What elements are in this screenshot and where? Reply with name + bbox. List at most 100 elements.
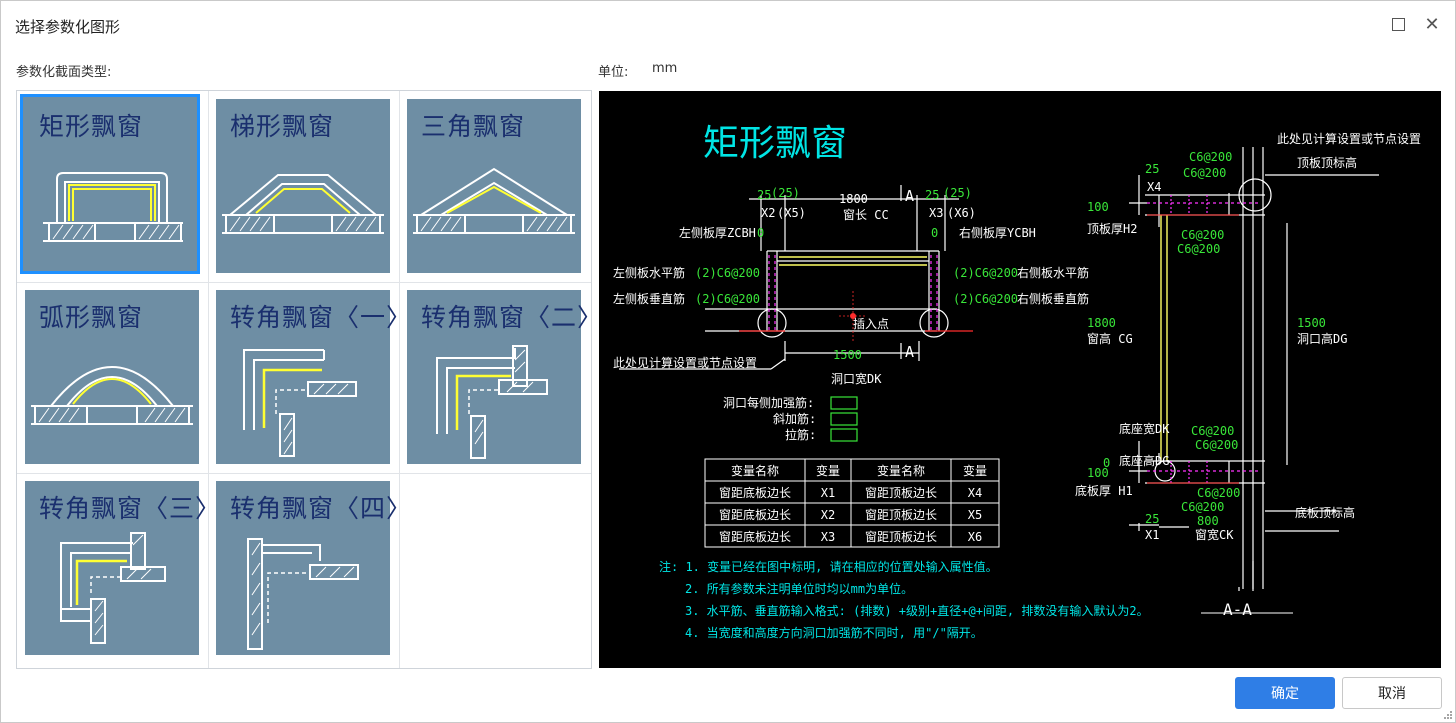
table-cell: 窗距底板边长: [719, 485, 791, 500]
table-cell: 窗距底板边长: [719, 507, 791, 522]
shape-corner-bay-window-2[interactable]: 转角飘窗〈二〉: [401, 284, 602, 470]
plan-dim-mid: 1800: [839, 192, 868, 206]
table-cell: X2: [821, 508, 835, 522]
sec-dim25-bot: 25: [1145, 512, 1159, 526]
cancel-button[interactable]: 取消: [1342, 677, 1442, 709]
maximize-button[interactable]: [1387, 13, 1409, 35]
sec-c8: C6@200: [1181, 500, 1224, 514]
table-cell: X5: [968, 508, 982, 522]
sec-c6: C6@200: [1195, 438, 1238, 452]
sec-zero: 0: [1103, 456, 1110, 470]
grid-divider: [399, 91, 400, 668]
corner-bay-window-4-icon: [247, 538, 359, 650]
plan-dim-right-x: X3: [929, 206, 943, 220]
rect-bay-window-icon: [43, 172, 183, 242]
shape-corner-bay-window-4[interactable]: 转角飘窗〈四〉: [210, 475, 411, 661]
plan-right-vbar-val: (2)C6@200: [953, 292, 1018, 306]
thumb-background: [25, 481, 199, 655]
note-line-4: 4. 当宽度和高度方向洞口加强筋不同时, 用"/"隔开。: [685, 625, 983, 640]
sec-c5: C6@200: [1191, 424, 1234, 438]
sec-section-label: A-A: [1223, 600, 1252, 619]
table-cell: X4: [968, 486, 982, 500]
sec-bot-elev: 底板顶标高: [1295, 505, 1355, 520]
table-cell: 窗距底板边长: [719, 529, 791, 544]
plan-dim-left-top: 25: [757, 188, 771, 202]
sec-see-note: 此处见计算设置或节点设置: [1277, 131, 1421, 146]
shape-corner-bay-window-1[interactable]: 转角飘窗〈一〉: [210, 284, 411, 470]
table-cell: X1: [821, 486, 835, 500]
sec-x4: X4: [1147, 180, 1161, 194]
grid-divider: [208, 91, 209, 668]
sec-h100-bot: 100: [1087, 466, 1109, 480]
sec-bot-thick: 底板厚 H1: [1075, 483, 1133, 498]
plan-diag-bar: 斜加筋:: [773, 411, 816, 426]
tie-bar-input-box: [830, 428, 858, 442]
sec-h1500: 1500: [1297, 316, 1326, 330]
table-header: 变量名称: [877, 463, 925, 478]
shape-label: 转角飘窗〈三〉: [39, 494, 222, 523]
table-header: 变量: [963, 463, 987, 478]
shape-corner-bay-window-3[interactable]: 转角飘窗〈三〉: [19, 475, 220, 661]
sec-win-w: 窗宽CK: [1195, 527, 1234, 542]
corner-bay-window-1-icon: [243, 349, 357, 457]
plan-dim-left-top-paren: (25): [771, 186, 800, 200]
plan-right-thick: 右侧板厚YCBH: [959, 225, 1036, 240]
resize-grip-icon[interactable]: [1443, 710, 1453, 720]
unit-label: 单位:: [598, 65, 629, 80]
plan-left-thick: 左侧板厚ZCBH: [679, 225, 756, 240]
plan-left-vbar-val: (2)C6@200: [695, 292, 760, 306]
shape-label: 转角飘窗〈四〉: [230, 494, 413, 523]
section-type-label: 参数化截面类型:: [16, 65, 112, 80]
trapezoid-bay-window-icon: [222, 174, 384, 234]
corner-bay-window-3-icon: [60, 532, 166, 644]
rect-bay-window-detail-drawing: 矩形飘窗 25 (25) 25: [613, 123, 1421, 640]
shape-trapezoid-bay-window[interactable]: 梯形飘窗: [210, 93, 396, 279]
plan-section-a-top: A: [905, 187, 914, 205]
table-cell: 窗距顶板边长: [865, 508, 937, 522]
plan-dim-left-x: X2: [761, 206, 775, 220]
triangle-bay-window-icon: [413, 167, 575, 234]
plan-dim-mid-label: 窗长 CC: [843, 208, 889, 222]
table-cell: 窗距顶板边长: [865, 530, 937, 544]
shape-arc-bay-window[interactable]: 弧形飘窗: [19, 284, 205, 470]
sec-c3: C6@200: [1181, 228, 1224, 242]
plan-dim-right-top-paren: (25): [943, 186, 972, 200]
shape-label: 转角飘窗〈二〉: [421, 303, 604, 332]
sec-h100-top: 100: [1087, 200, 1109, 214]
diag-bar-input-box: [830, 412, 858, 426]
sec-base-w: 底座宽DK: [1119, 421, 1170, 436]
sec-win-h: 窗高 CG: [1087, 331, 1133, 346]
shape-label: 转角飘窗〈一〉: [230, 303, 413, 332]
maximize-icon: [1391, 17, 1405, 31]
plan-right-hbar-val: (2)C6@200: [953, 266, 1018, 280]
shape-label: 梯形飘窗: [230, 112, 335, 141]
plan-tie-bar: 拉筋:: [785, 427, 816, 442]
close-button[interactable]: ✕: [1421, 13, 1443, 35]
shape-preview-panel: 矩形飘窗 25 (25) 25: [599, 91, 1441, 668]
plan-right-hbar: 右侧板水平筋: [1017, 265, 1089, 280]
sec-c7: C6@200: [1197, 486, 1240, 500]
arc-bay-window-icon: [31, 366, 193, 425]
sec-base-h: 底座高DG: [1119, 453, 1169, 468]
plan-insert-point: 插入点: [853, 317, 889, 331]
ok-button[interactable]: 确定: [1235, 677, 1335, 709]
shape-rect-bay-window[interactable]: 矩形飘窗: [19, 93, 205, 279]
sec-top-thick: 顶板厚H2: [1087, 222, 1137, 236]
plan-see-note: 此处见计算设置或节点设置: [613, 355, 757, 370]
shape-triangle-bay-window[interactable]: 三角飘窗: [401, 93, 587, 279]
sec-h1800: 1800: [1087, 316, 1116, 330]
sec-top-elev: 顶板顶标高: [1297, 155, 1357, 170]
table-cell: X3: [821, 530, 835, 544]
plan-left-vbar: 左侧板垂直筋: [613, 291, 685, 306]
table-cell: 窗距顶板边长: [865, 486, 937, 500]
shape-label: 弧形飘窗: [39, 303, 144, 332]
variable-table: [704, 458, 1000, 548]
plan-dim-right-x-paren: (X6): [947, 206, 976, 220]
shape-gallery: 矩形飘窗 梯形飘窗: [16, 90, 602, 669]
dialog-title: 选择参数化图形: [15, 18, 121, 36]
plan-right-vbar: 右侧板垂直筋: [1017, 291, 1089, 306]
thumb-background: [216, 481, 390, 655]
title-bar: 选择参数化图形 ✕: [1, 1, 1455, 47]
note-line-3: 3. 水平筋、垂直筋输入格式: (排数) +级别+直径+@+间距, 排数没有输入…: [685, 603, 1149, 618]
